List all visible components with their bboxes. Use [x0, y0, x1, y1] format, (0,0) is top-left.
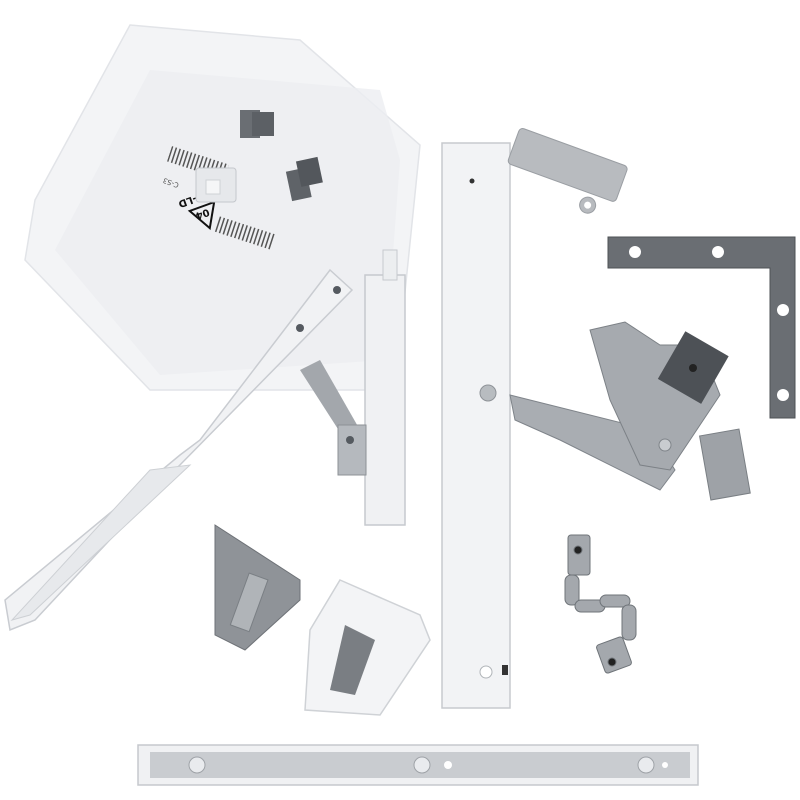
chain-link [564, 534, 637, 674]
white-clip [195, 167, 237, 203]
white-end-cap [304, 579, 431, 716]
folding-arm [4, 249, 406, 632]
vertical-rail [441, 142, 511, 709]
bottom-rail [137, 744, 699, 786]
end-cap-dark [240, 110, 274, 138]
clamp-bracket [214, 524, 301, 651]
recycle-code: 04 [194, 206, 211, 221]
scissor-stay [509, 321, 751, 501]
grey-hinge-cover [507, 128, 628, 214]
end-cap-dark [285, 156, 323, 202]
corner-bracket [607, 236, 796, 419]
